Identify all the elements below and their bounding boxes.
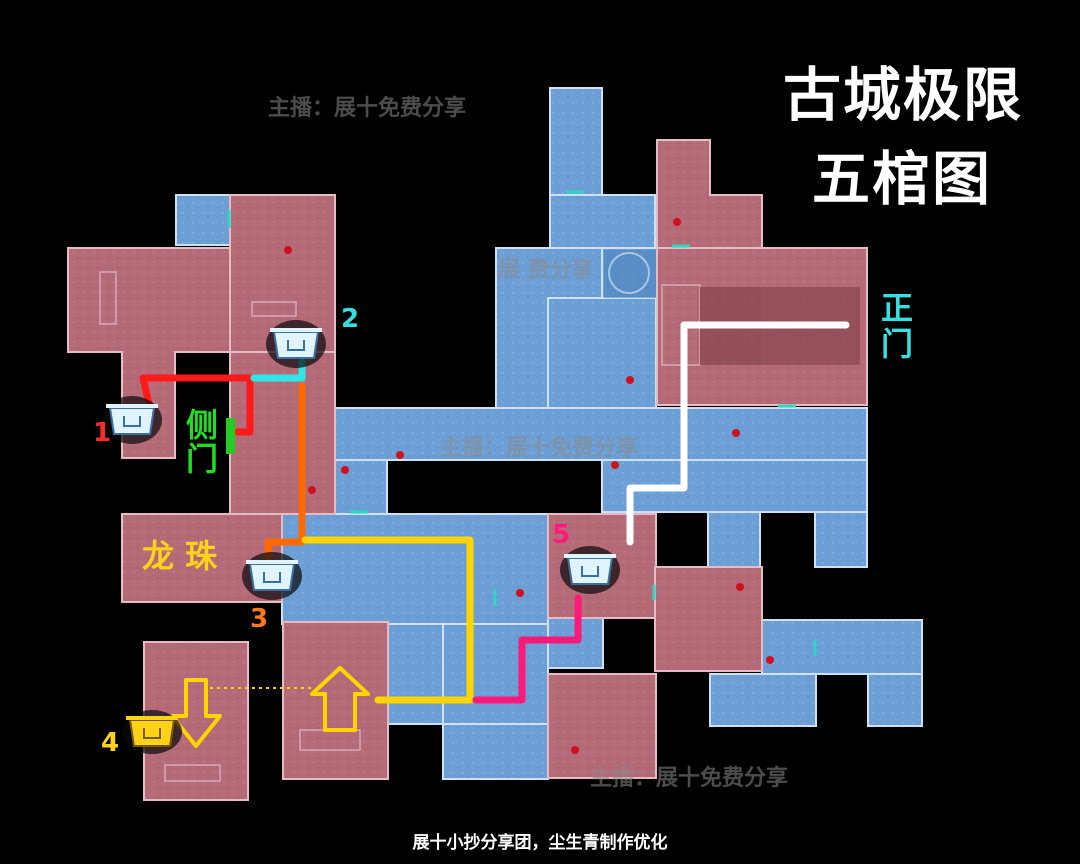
- route-yellow: [301, 536, 474, 704]
- main-gate-label: 正门: [880, 289, 913, 363]
- coffin-icon: [102, 396, 162, 444]
- map-title-line2: 五棺图: [812, 145, 993, 213]
- blue-room: [281, 513, 551, 625]
- coffin-3-label: 3: [250, 604, 269, 634]
- route-pink: [472, 594, 582, 704]
- coffin-4-label: 4: [101, 728, 120, 758]
- coffin-gold-icon: [122, 710, 182, 754]
- route-red: [139, 374, 254, 436]
- floor-markers: [284, 218, 774, 754]
- blue-room: [549, 194, 656, 249]
- arrow-down-icon: [170, 678, 222, 748]
- dragon-pearl-label: 龙 珠: [142, 537, 218, 575]
- coffin-icon: [242, 552, 302, 600]
- watermark: 主播：展十免费分享: [590, 766, 789, 791]
- blue-room: [709, 673, 817, 727]
- blue-rooms: [175, 87, 923, 780]
- red-room-lower: [654, 566, 763, 672]
- door-marks: [227, 190, 817, 656]
- coffin-5-label: 5: [552, 520, 571, 550]
- blue-room: [761, 619, 923, 675]
- credit-text: 展十小抄分享团，尘生青制作优化: [412, 833, 668, 853]
- red-rooms: [67, 139, 868, 801]
- blue-room: [442, 723, 549, 780]
- route-orange: [264, 382, 306, 562]
- red-room-topright: [656, 139, 763, 249]
- blue-room: [547, 297, 657, 409]
- arrow-up-icon: [310, 666, 370, 732]
- routes: [139, 321, 850, 704]
- red-room-arrow: [282, 621, 389, 780]
- blue-room: [175, 194, 231, 246]
- watermark: 展 费分享: [498, 258, 594, 283]
- blue-room: [707, 511, 761, 568]
- coffin-icon: [560, 546, 620, 594]
- side-gate-label: 侧门: [185, 406, 218, 478]
- coffin-2-label: 2: [341, 304, 360, 334]
- blue-room: [387, 623, 444, 725]
- map-title-line1: 古城极限: [783, 61, 1024, 129]
- red-room-bottom: [547, 673, 657, 779]
- coffin-icon: [266, 320, 326, 368]
- blue-room: [867, 673, 923, 727]
- watermark: 主播：展十免费分享: [440, 436, 639, 461]
- route-white: [626, 321, 850, 546]
- watermark: 主播：展十免费分享: [268, 96, 467, 121]
- coffin-1-label: 1: [93, 418, 112, 448]
- blue-room: [814, 511, 868, 568]
- side-gate-marker: [226, 418, 235, 454]
